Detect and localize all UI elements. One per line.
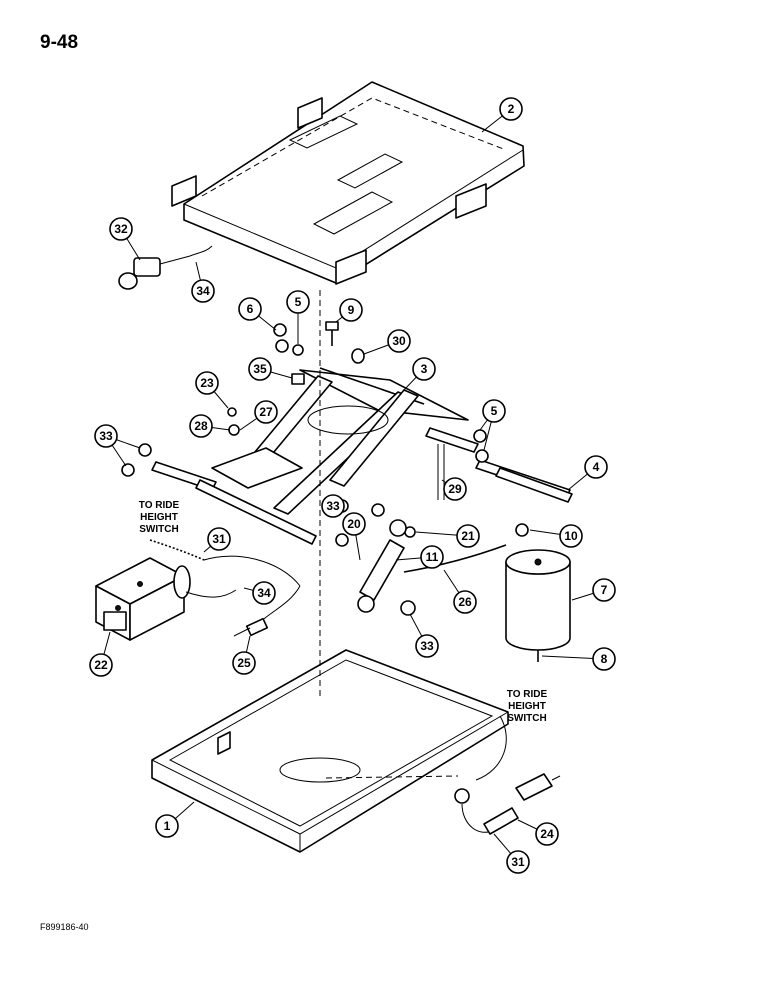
- svg-text:31: 31: [212, 532, 226, 546]
- pivot-rods: [151, 427, 573, 545]
- svg-text:32: 32: [114, 222, 128, 236]
- svg-text:10: 10: [564, 529, 578, 543]
- callout-5: 5: [286, 290, 310, 314]
- callout-30: 30: [387, 329, 411, 353]
- callout-3: 3: [412, 357, 436, 381]
- scissor-linkage: [211, 367, 469, 515]
- callout-6: 6: [238, 297, 262, 321]
- svg-text:TO RIDE: TO RIDE: [139, 500, 180, 511]
- svg-text:5: 5: [295, 295, 302, 309]
- callout-35: 35: [248, 357, 272, 381]
- callout-9: 9: [339, 298, 363, 322]
- svg-text:11: 11: [426, 550, 439, 564]
- note-upper-ride-height-switch: TO RIDE HEIGHT SWITCH: [139, 500, 180, 535]
- wiring-harness: [149, 539, 301, 637]
- callout-24: 24: [535, 822, 559, 846]
- air-spring: [505, 549, 571, 651]
- svg-text:31: 31: [511, 855, 525, 869]
- svg-text:26: 26: [458, 595, 472, 609]
- svg-text:34: 34: [196, 284, 210, 298]
- callout-22: 22: [89, 653, 113, 677]
- svg-text:SWITCH: SWITCH: [139, 524, 178, 535]
- svg-text:TO RIDE: TO RIDE: [507, 689, 548, 700]
- svg-text:2: 2: [508, 102, 515, 116]
- callout-7: 7: [592, 578, 616, 602]
- svg-text:HEIGHT: HEIGHT: [140, 512, 178, 523]
- svg-text:3: 3: [421, 362, 428, 376]
- callout-33-center: 33: [321, 494, 345, 518]
- callout-10: 10: [559, 524, 583, 548]
- svg-text:HEIGHT: HEIGHT: [508, 701, 546, 712]
- callout-5-right: 5: [482, 399, 506, 423]
- svg-text:8: 8: [601, 652, 608, 666]
- callout-31-lower: 31: [506, 850, 530, 874]
- callout-1: 1: [155, 814, 179, 838]
- svg-text:29: 29: [448, 482, 462, 496]
- callout-20: 20: [342, 512, 366, 536]
- base-plate: [151, 649, 509, 853]
- svg-text:27: 27: [259, 405, 273, 419]
- svg-text:34: 34: [257, 586, 271, 600]
- svg-text:33: 33: [420, 639, 434, 653]
- svg-text:28: 28: [194, 419, 208, 433]
- svg-text:30: 30: [392, 334, 406, 348]
- callout-28: 28: [189, 414, 213, 438]
- note-lower-ride-height-switch: TO RIDE HEIGHT SWITCH: [507, 689, 548, 724]
- callout-29: 29: [443, 477, 467, 501]
- alignment-line-harness: [325, 775, 459, 779]
- callout-2: 2: [499, 97, 523, 121]
- svg-text:6: 6: [247, 302, 254, 316]
- svg-text:SWITCH: SWITCH: [507, 713, 546, 724]
- callout-33-left: 33: [94, 424, 118, 448]
- lower-wiring-harness: [454, 715, 561, 835]
- svg-text:21: 21: [461, 529, 475, 543]
- callout-34-lower: 34: [252, 581, 276, 605]
- callout-31-upper: 31: [207, 527, 231, 551]
- callout-21: 21: [456, 524, 480, 548]
- svg-text:7: 7: [601, 583, 608, 597]
- svg-text:4: 4: [593, 460, 600, 474]
- svg-text:22: 22: [94, 658, 108, 672]
- svg-text:24: 24: [540, 827, 554, 841]
- svg-text:5: 5: [491, 404, 498, 418]
- shock-absorber: [357, 519, 407, 613]
- upper-seat-frame: [171, 81, 525, 285]
- svg-text:33: 33: [326, 499, 340, 513]
- callout-32: 32: [109, 217, 133, 241]
- svg-text:25: 25: [237, 656, 251, 670]
- compressor-motor: [95, 557, 191, 641]
- callout-34: 34: [191, 279, 215, 303]
- svg-text:9: 9: [348, 303, 355, 317]
- callout-26: 26: [453, 590, 477, 614]
- callout-25: 25: [232, 651, 256, 675]
- svg-text:33: 33: [99, 429, 113, 443]
- callout-27: 27: [254, 400, 278, 424]
- height-control-knob: [118, 245, 213, 290]
- svg-text:20: 20: [347, 517, 361, 531]
- svg-text:23: 23: [200, 376, 214, 390]
- figure-code: F899186-40: [40, 922, 89, 932]
- callout-23: 23: [195, 371, 219, 395]
- page-number: 9-48: [40, 32, 78, 53]
- callout-4: 4: [584, 455, 608, 479]
- svg-text:1: 1: [164, 819, 171, 833]
- svg-text:35: 35: [253, 362, 267, 376]
- callout-33-lower: 33: [415, 634, 439, 658]
- callout-11: 11: [420, 545, 444, 569]
- callout-8: 8: [592, 647, 616, 671]
